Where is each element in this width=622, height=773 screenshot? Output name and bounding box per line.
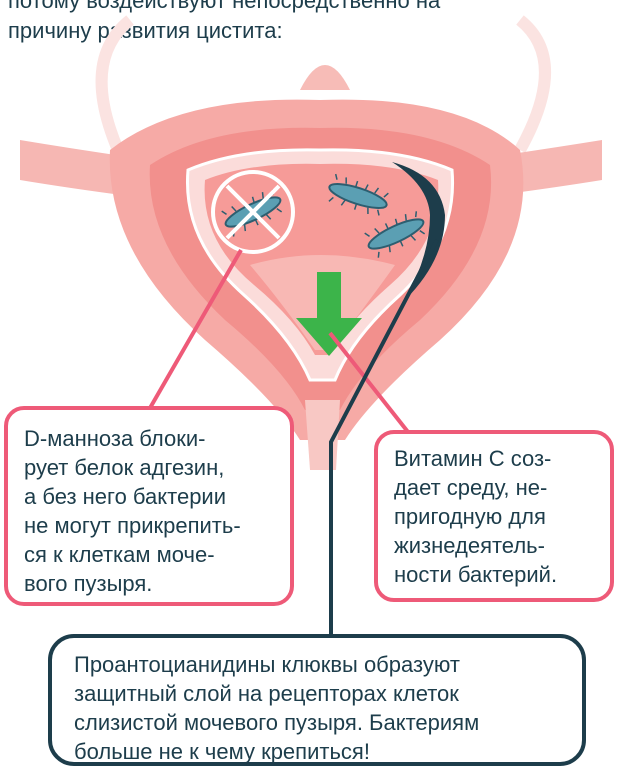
callout-line: не могут прикрепить- xyxy=(24,511,280,540)
callout-proanthocyanidins: Проантоцианидины клюквы образуют защитны… xyxy=(48,634,586,766)
callout-line: жизнедеятель- xyxy=(394,531,602,560)
callout-line: а без него бактерии xyxy=(24,482,280,511)
callout-line: Проантоцианидины клюквы образуют xyxy=(74,650,572,679)
callout-line: защитный слой на рецепторах клеток xyxy=(74,679,572,708)
background-arc-right xyxy=(520,20,545,150)
callout-line: дает среду, не- xyxy=(394,473,602,502)
callout-line: слизистой мочевого пузыря. Бактериям xyxy=(74,708,572,737)
callout-line: пригодную для xyxy=(394,502,602,531)
callout-line: вого пузыря. xyxy=(24,569,280,598)
callout-line: больше не к чему крепиться! xyxy=(74,737,572,766)
callout-line: Витамин С соз- xyxy=(394,444,602,473)
callout-vitamin-c: Витамин С соз- дает среду, не- пригодную… xyxy=(374,430,614,602)
callout-dmannose: D-манноза блоки- рует белок адгезин, а б… xyxy=(4,406,294,606)
background-arc-left xyxy=(102,20,130,150)
callout-line: рует белок адгезин, xyxy=(24,453,280,482)
callout-line: ся к клеткам моче- xyxy=(24,540,280,569)
callout-line: ности бактерий. xyxy=(394,560,602,589)
bladder-top xyxy=(300,65,350,90)
callout-line: D-манноза блоки- xyxy=(24,424,280,453)
